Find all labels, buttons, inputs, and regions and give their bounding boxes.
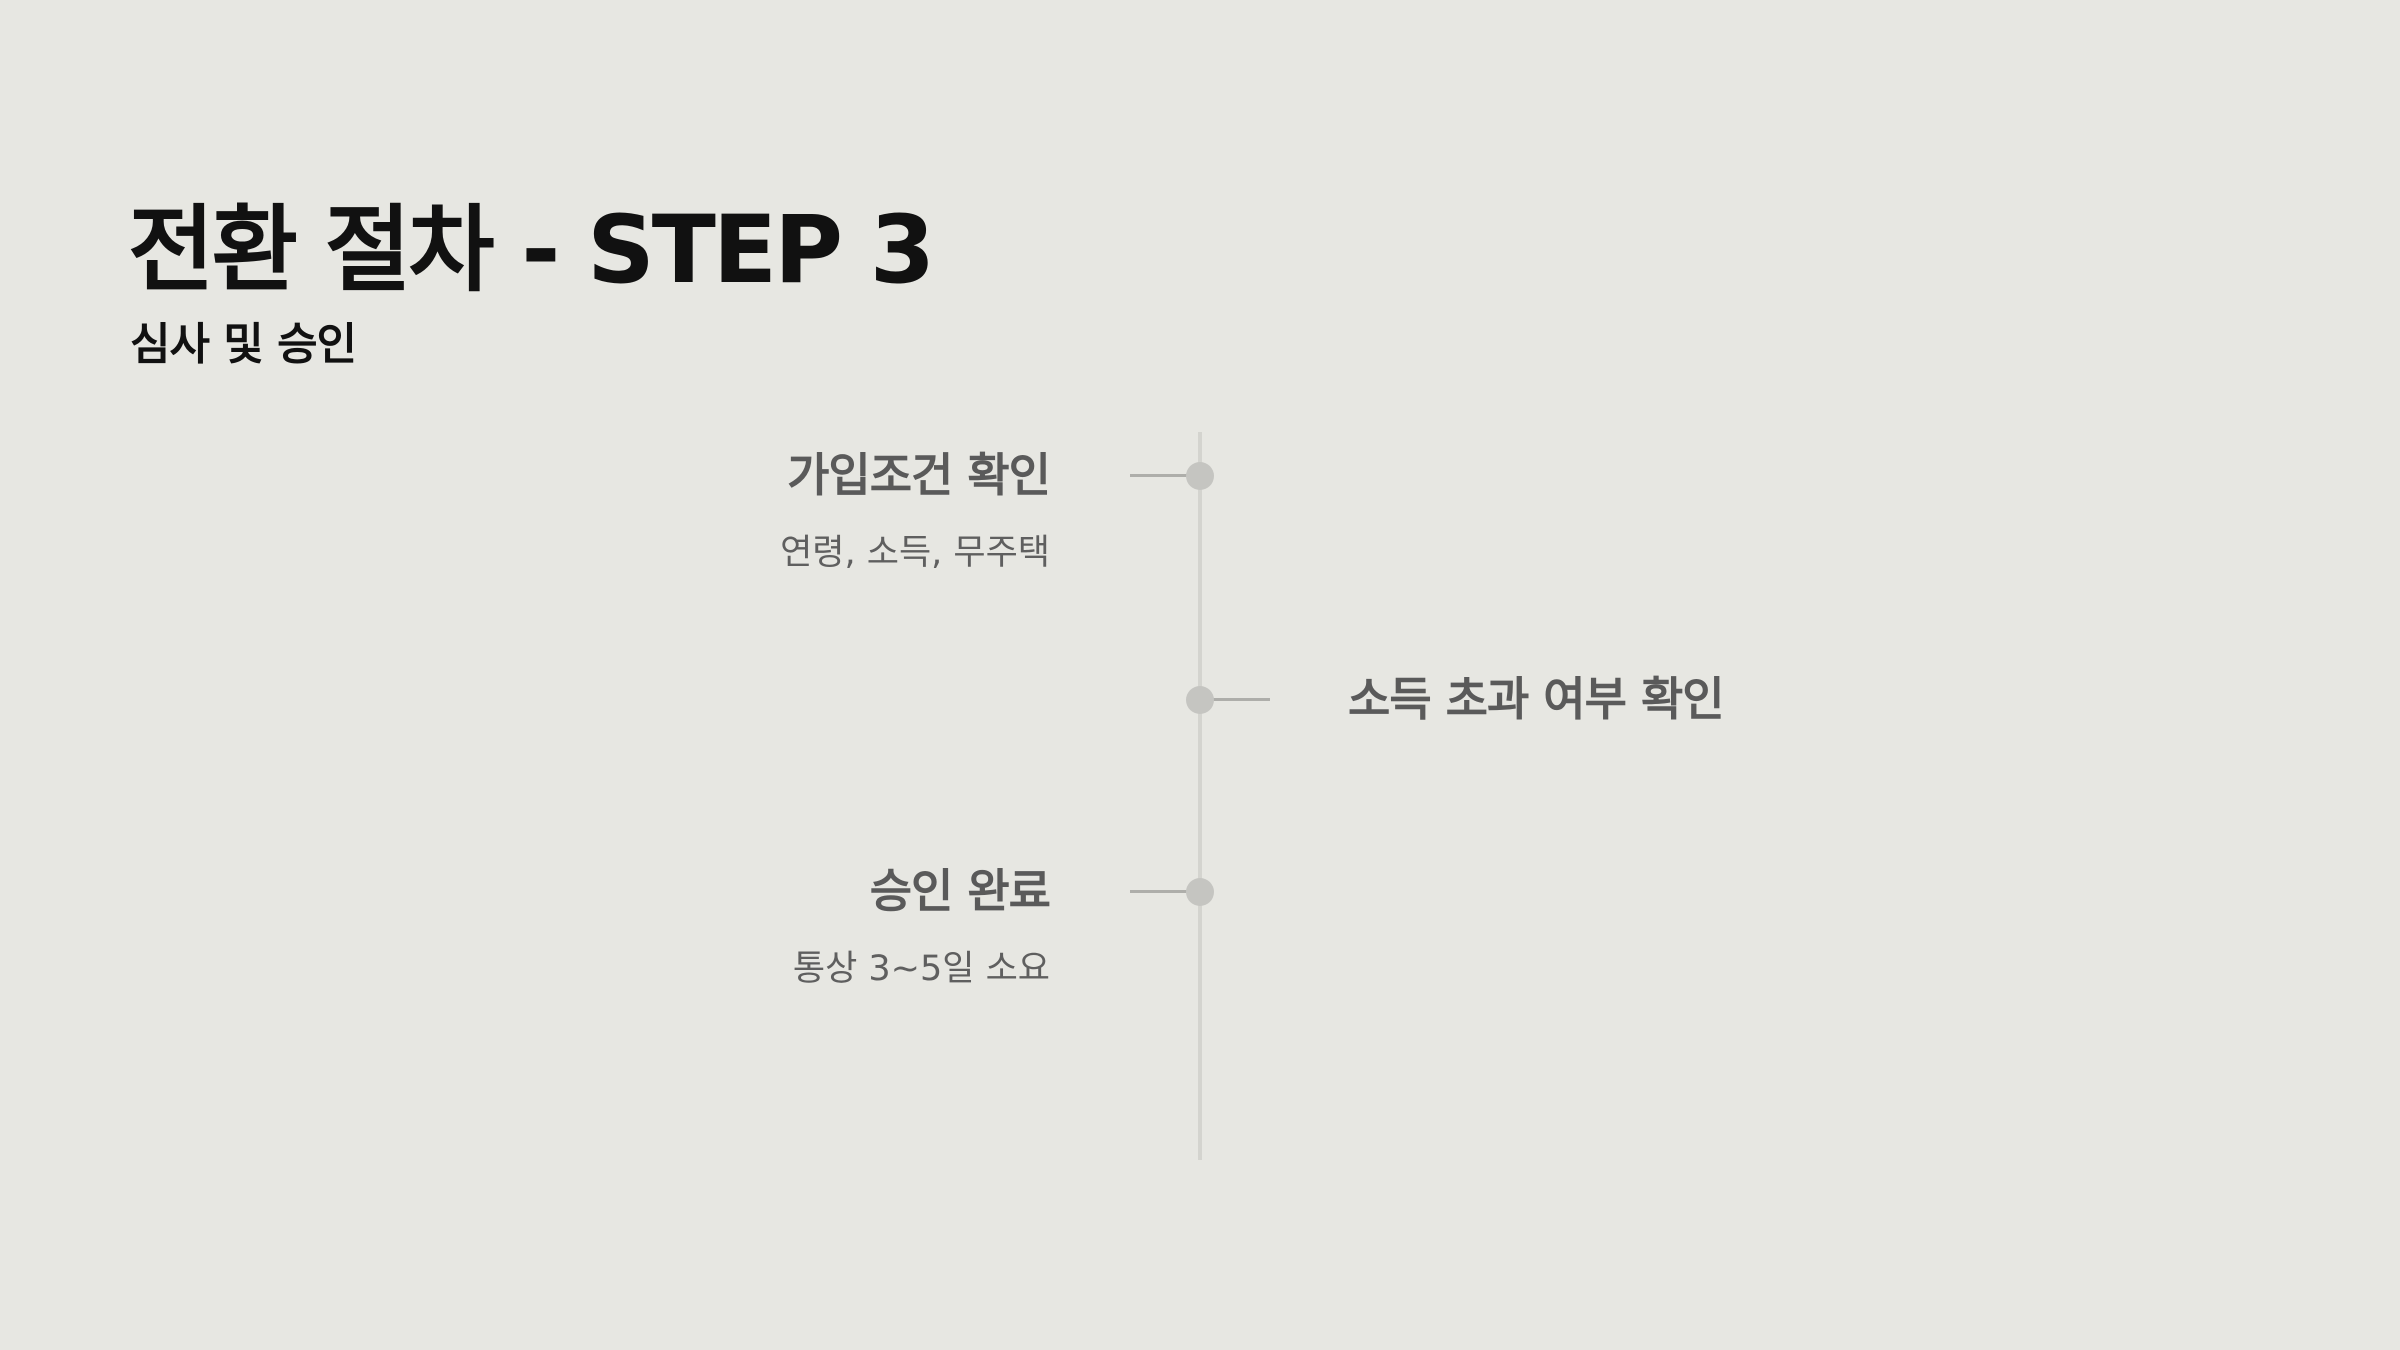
timeline-item-description: 통상 3~5일 소요: [792, 949, 1050, 989]
timeline-node: [1186, 878, 1214, 906]
timeline-item-title: 승인 완료: [869, 864, 1051, 918]
timeline-connector: [1200, 698, 1270, 701]
timeline-item-title: 가입조건 확인: [787, 448, 1051, 502]
timeline-connector: [1130, 474, 1200, 477]
timeline-axis-line: [1198, 432, 1202, 1160]
timeline-node: [1186, 686, 1214, 714]
timeline-node: [1186, 462, 1214, 490]
timeline-connector: [1130, 890, 1200, 893]
timeline-item-description: 연령, 소득, 무주택: [780, 533, 1050, 573]
page-subtitle: 심사 및 승인: [130, 319, 357, 370]
timeline-item-title: 소득 초과 여부 확인: [1348, 672, 1725, 726]
page-title: 전환 절차 - STEP 3: [128, 196, 935, 305]
